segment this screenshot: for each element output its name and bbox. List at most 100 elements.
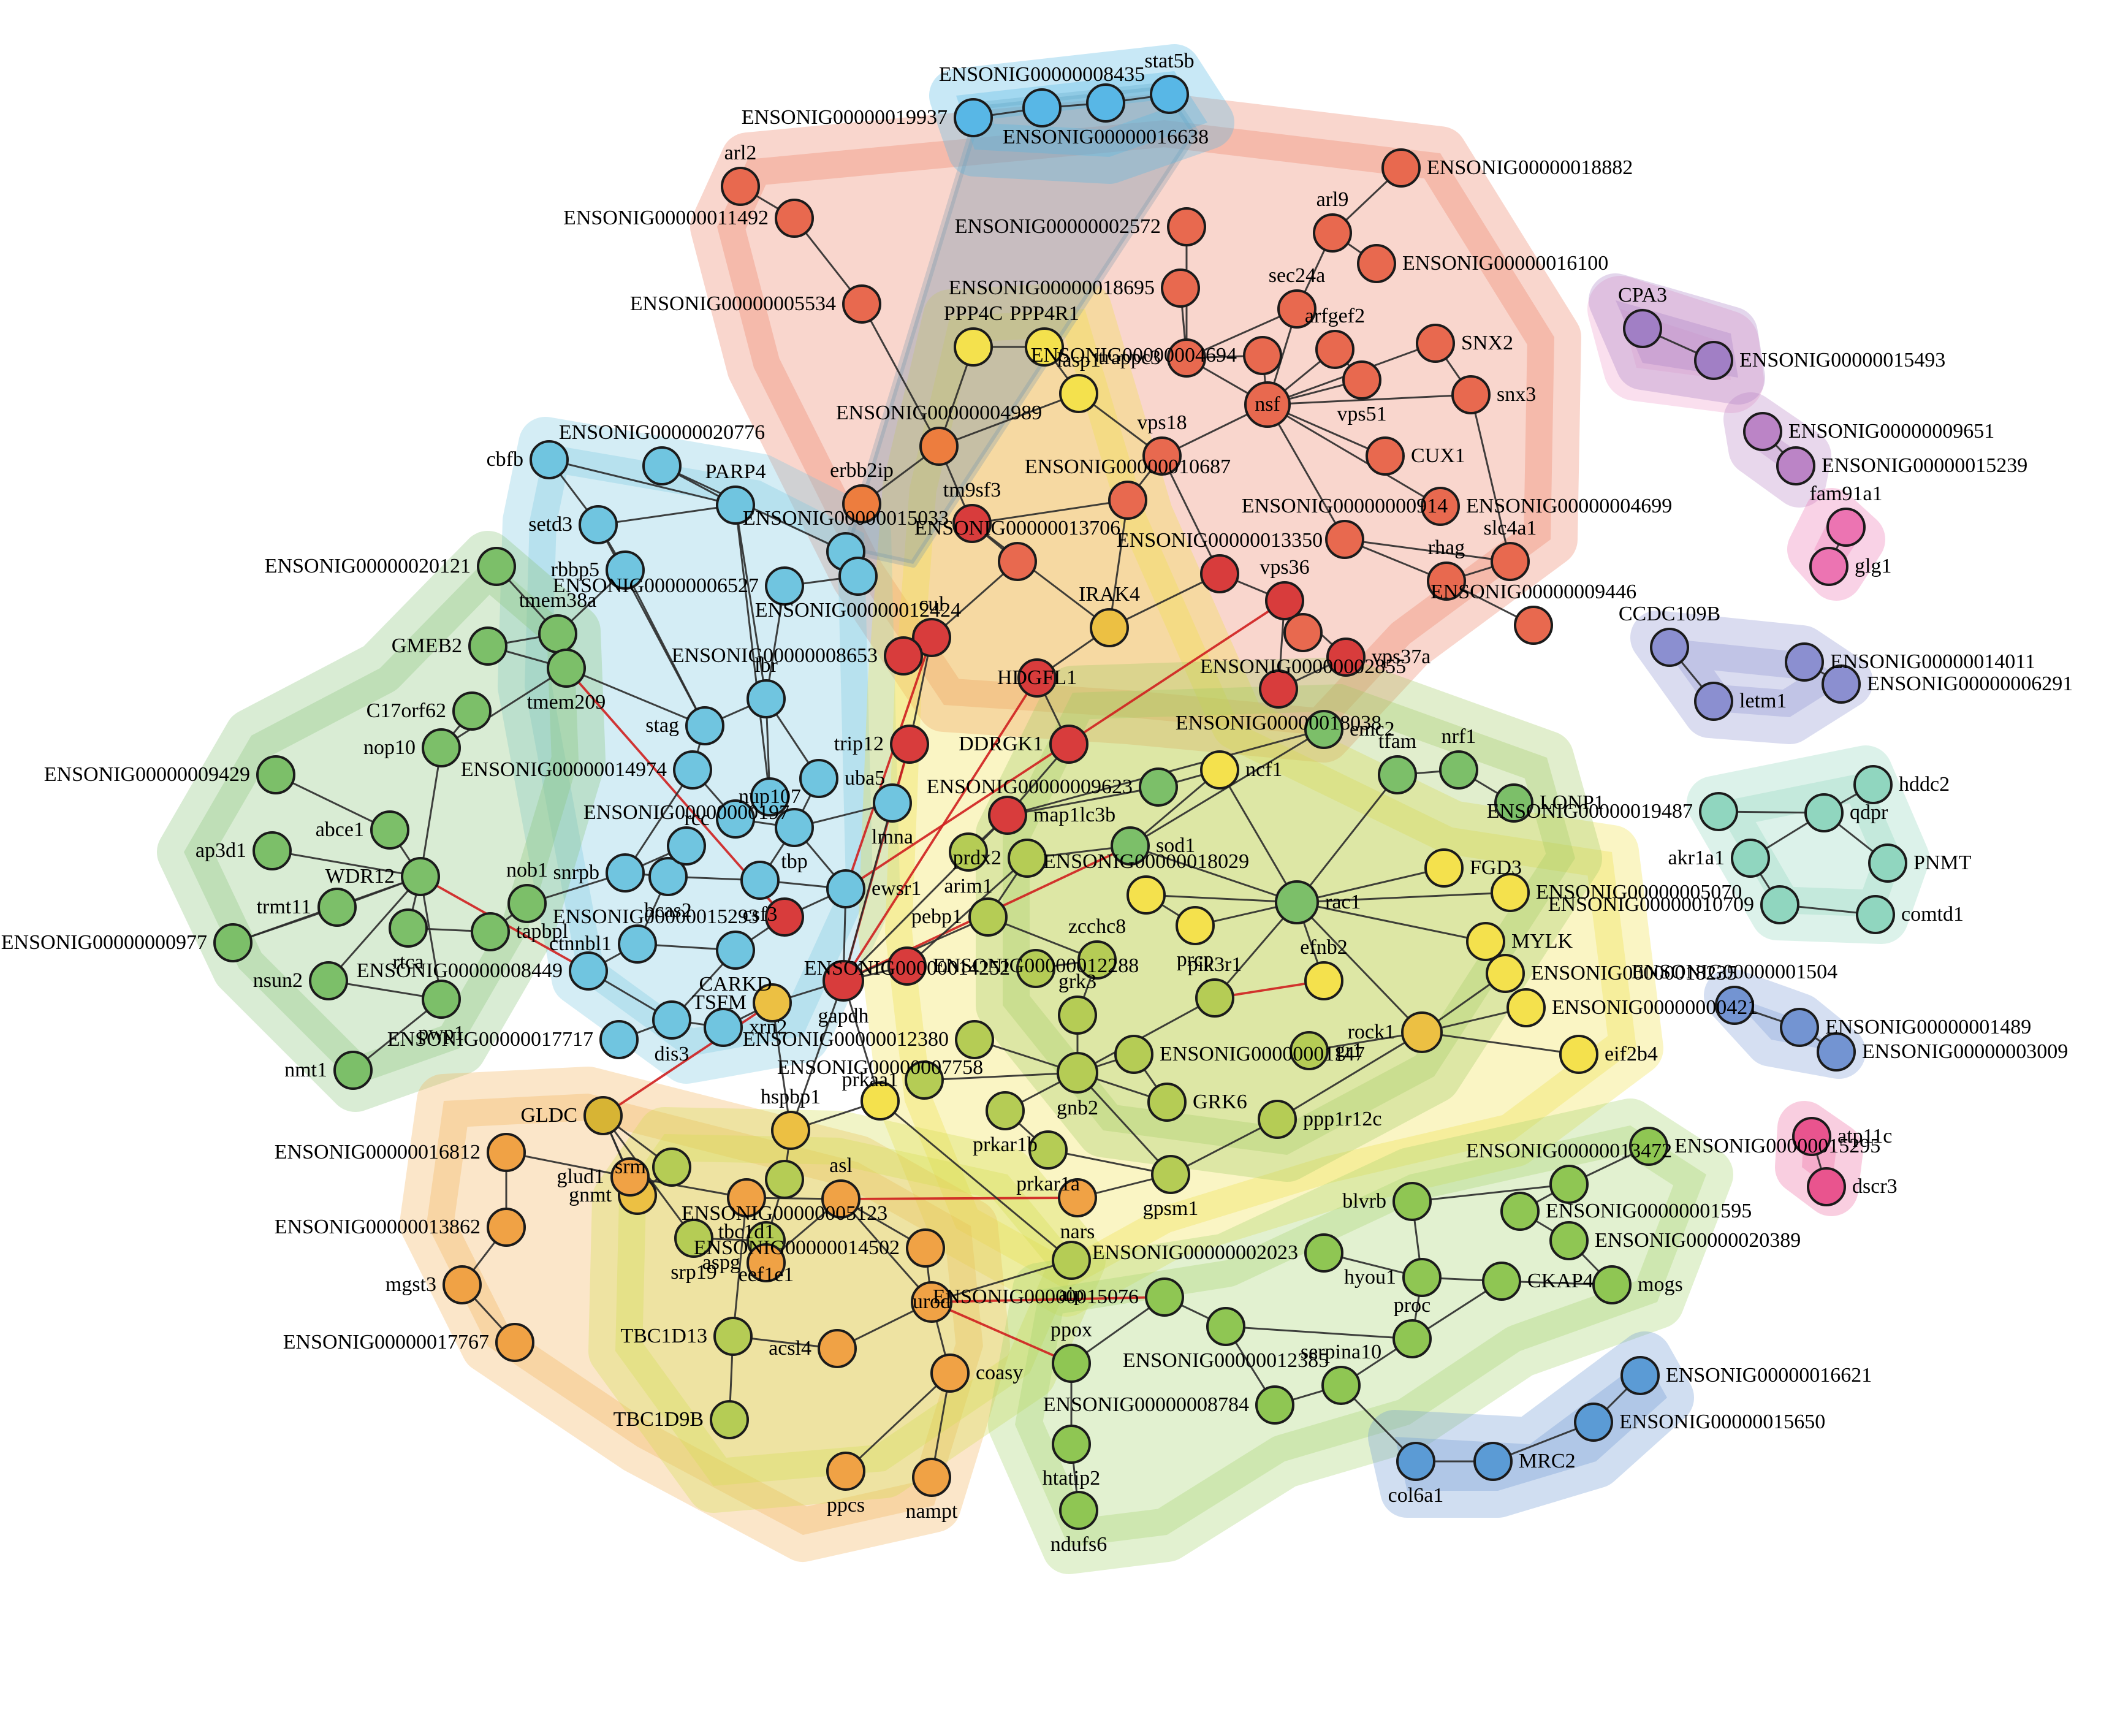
node-TBC1D13[interactable] <box>713 1317 753 1356</box>
node-PNMT[interactable] <box>1868 843 1907 883</box>
node-ppcs[interactable] <box>826 1452 865 1491</box>
node-ppox[interactable] <box>1052 1344 1091 1383</box>
node-g10709[interactable] <box>1760 885 1799 924</box>
node-prkar1b[interactable] <box>986 1091 1025 1130</box>
node-vps37a[interactable] <box>1326 638 1366 677</box>
node-g9651[interactable] <box>1743 412 1782 451</box>
node-g8449[interactable] <box>569 951 608 991</box>
node-g13350[interactable] <box>1200 554 1239 593</box>
node-setd3[interactable] <box>579 505 618 544</box>
node-akr1a1[interactable] <box>1731 839 1770 878</box>
node-vps51[interactable] <box>1342 360 1381 400</box>
node-prkar1a[interactable] <box>1028 1130 1068 1170</box>
node-GMEB2[interactable] <box>468 626 507 666</box>
node-g14252[interactable] <box>1016 949 1055 988</box>
node-abce1[interactable] <box>370 810 409 850</box>
node-grk3[interactable] <box>1058 996 1097 1035</box>
node-hspbp1[interactable] <box>771 1111 810 1150</box>
node-gr1[interactable] <box>1290 1031 1329 1070</box>
node-g9446[interactable] <box>1514 606 1553 645</box>
node-g19487[interactable] <box>1699 792 1738 831</box>
node-sec24a[interactable] <box>1277 289 1316 329</box>
node-stag[interactable] <box>685 706 724 745</box>
node-nop10[interactable] <box>422 728 461 767</box>
node-vps18[interactable] <box>1142 436 1182 476</box>
node-prdx2[interactable] <box>1008 839 1047 878</box>
node-nup107[interactable] <box>750 777 789 817</box>
node-g1489[interactable] <box>1780 1008 1819 1047</box>
node-tapbpl[interactable] <box>471 912 510 951</box>
node-g13862[interactable] <box>487 1208 526 1247</box>
node-glg1[interactable] <box>1809 547 1848 586</box>
node-g14011[interactable] <box>1785 642 1824 682</box>
node-TSFM[interactable] <box>753 983 792 1022</box>
node-g197[interactable] <box>667 826 706 866</box>
node-lbr[interactable] <box>747 679 786 718</box>
node-emc2[interactable] <box>1304 710 1343 749</box>
node-ap3d1[interactable] <box>253 831 292 870</box>
node-ctnnbl1[interactable] <box>618 924 657 964</box>
node-pebp1[interactable] <box>968 897 1008 937</box>
node-g3009[interactable] <box>1817 1032 1856 1072</box>
node-aip[interactable] <box>1052 1241 1091 1280</box>
node-srm[interactable] <box>652 1148 691 1187</box>
node-blvrb[interactable] <box>1392 1182 1432 1221</box>
node-gnb2[interactable] <box>1057 1052 1098 1094</box>
node-dscr3[interactable] <box>1807 1167 1846 1206</box>
node-pwp1[interactable] <box>422 980 461 1019</box>
node-g17717[interactable] <box>599 1020 639 1059</box>
node-mgst3[interactable] <box>443 1265 482 1304</box>
node-tmem38a[interactable] <box>538 614 577 653</box>
node-g10687[interactable] <box>1108 481 1147 520</box>
node-PPP4R1[interactable] <box>1025 327 1064 367</box>
node-rbbp5[interactable] <box>606 550 645 590</box>
node-FGD3[interactable] <box>1424 848 1464 888</box>
node-trip12[interactable] <box>890 725 929 764</box>
node-g4699[interactable] <box>1421 487 1460 526</box>
node-g977[interactable] <box>213 923 253 962</box>
node-g8653[interactable] <box>884 636 923 676</box>
node-g12424[interactable] <box>838 557 878 596</box>
node-prkaa1[interactable] <box>905 1060 944 1100</box>
node-tbc1d1[interactable] <box>727 1178 766 1217</box>
node-g15493[interactable] <box>1694 341 1733 380</box>
node-serpina10[interactable] <box>1321 1366 1361 1405</box>
node-g18029[interactable] <box>1126 875 1166 915</box>
node-g6527[interactable] <box>765 566 804 606</box>
node-comtd1[interactable] <box>1856 895 1895 934</box>
node-g5070[interactable] <box>1491 873 1530 912</box>
node-WDR12[interactable] <box>401 857 440 896</box>
node-ndufs6[interactable] <box>1059 1491 1098 1530</box>
node-slc4a1[interactable] <box>1491 542 1530 581</box>
node-tbp[interactable] <box>775 808 814 847</box>
node-rtca[interactable] <box>389 908 428 948</box>
node-g17767[interactable] <box>495 1323 534 1362</box>
node-g9623[interactable] <box>1139 767 1178 807</box>
node-g16812[interactable] <box>487 1133 526 1172</box>
node-zcchc8[interactable] <box>1077 940 1117 980</box>
node-mogs[interactable] <box>1592 1265 1632 1304</box>
node-gpsm1[interactable] <box>1151 1155 1190 1194</box>
node-g2023[interactable] <box>1304 1233 1343 1273</box>
node-tfam[interactable] <box>1378 755 1417 794</box>
node-htatip2[interactable] <box>1052 1425 1091 1464</box>
node-rcc[interactable] <box>716 799 755 839</box>
node-nars[interactable] <box>1058 1178 1097 1217</box>
node-GLDC[interactable] <box>583 1096 623 1135</box>
node-csf3[interactable] <box>740 861 780 900</box>
node-xrn2[interactable] <box>704 1008 743 1047</box>
node-sod1[interactable] <box>1111 826 1150 866</box>
node-TBC1D9B[interactable] <box>710 1400 749 1439</box>
node-HDGFL1[interactable] <box>1017 658 1057 698</box>
node-g15295[interactable] <box>1629 1127 1668 1166</box>
node-PARP4[interactable] <box>716 485 755 525</box>
node-vps36[interactable] <box>1265 581 1304 620</box>
node-dis3[interactable] <box>652 1000 691 1040</box>
node-arim1[interactable] <box>949 832 988 872</box>
node-GRK6[interactable] <box>1147 1083 1187 1122</box>
node-ppp1r12c[interactable] <box>1258 1100 1297 1139</box>
node-nsf[interactable] <box>1244 381 1291 428</box>
node-g421[interactable] <box>1506 988 1546 1027</box>
node-arl9[interactable] <box>1313 213 1352 253</box>
node-g8435[interactable] <box>1022 88 1062 128</box>
